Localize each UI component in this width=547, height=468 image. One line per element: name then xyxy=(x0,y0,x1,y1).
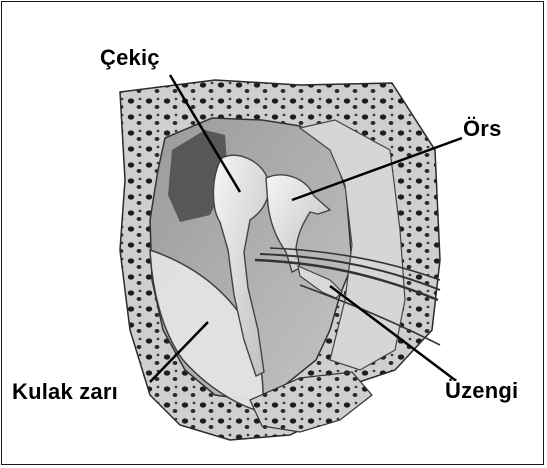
eardrum-label: Kulak zarı xyxy=(12,381,118,403)
hammer-label: Çekiç xyxy=(100,47,160,69)
stirrup-label: Üzengi xyxy=(445,380,518,402)
anvil-label: Örs xyxy=(463,118,502,140)
